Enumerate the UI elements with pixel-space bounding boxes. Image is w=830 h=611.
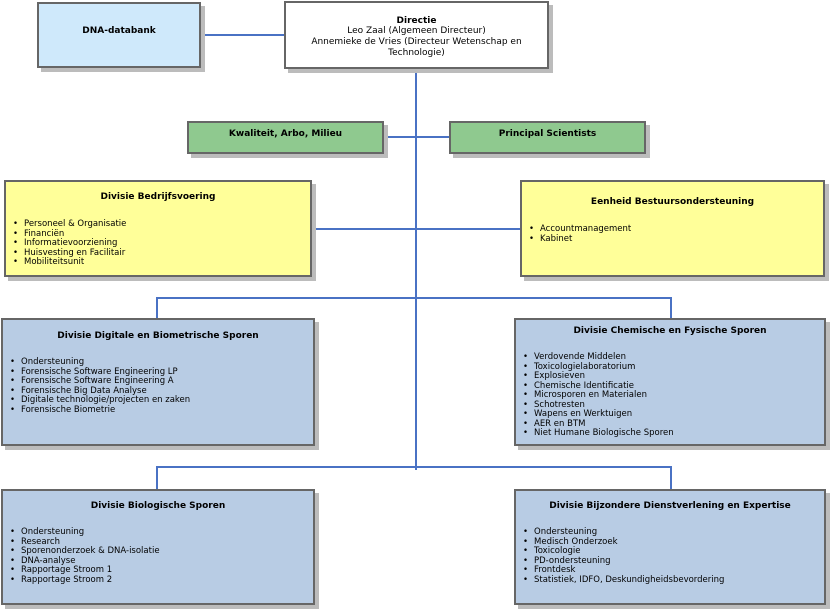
list-item: Frontdesk xyxy=(523,565,824,576)
list-item: Huisvesting en Facilitair xyxy=(13,248,310,259)
bedrijfsvoering-box: Divisie Bedrijfsvoering Personeel & Orga… xyxy=(4,180,312,277)
list-item: Forensische Software Engineering A xyxy=(10,376,313,387)
list-item: Rapportage Stroom 2 xyxy=(10,575,313,586)
list-item: Chemische Identificatie xyxy=(523,381,824,392)
list-item: Explosieven xyxy=(523,371,824,382)
principal-box: Principal Scientists xyxy=(449,121,646,154)
biologische-list: Ondersteuning Research Sporenonderzoek &… xyxy=(3,527,313,586)
bedrijfsvoering-list: Personeel & Organisatie Financiën Inform… xyxy=(6,219,310,268)
list-item: Toxicologie xyxy=(523,546,824,557)
list-item: Informatievoorziening xyxy=(13,238,310,249)
bedrijfsvoering-title: Divisie Bedrijfsvoering xyxy=(100,192,216,202)
list-item: Mobiliteitsunit xyxy=(13,257,310,268)
list-item: Forensische Software Engineering LP xyxy=(10,367,313,378)
list-item: Ondersteuning xyxy=(523,527,824,538)
list-item: Ondersteuning xyxy=(10,527,313,538)
list-item: Research xyxy=(10,537,313,548)
dna-databank-title: DNA-databank xyxy=(82,26,156,36)
list-item: Statistiek, IDFO, Deskundigheidsbevorder… xyxy=(523,575,824,586)
list-item: Wapens en Werktuigen xyxy=(523,409,824,420)
bijzondere-list: Ondersteuning Medisch Onderzoek Toxicolo… xyxy=(516,527,824,586)
bestuursondersteuning-title: Eenheid Bestuursondersteuning xyxy=(590,197,755,207)
list-item: DNA-analyse xyxy=(10,556,313,567)
directie-title: Directie xyxy=(396,16,437,26)
principal-title: Principal Scientists xyxy=(498,129,597,139)
list-item: Niet Humane Biologische Sporen xyxy=(523,428,824,439)
list-item: Ondersteuning xyxy=(10,357,313,368)
list-item: Verdovende Middelen xyxy=(523,352,824,363)
list-item: Microsporen en Materialen xyxy=(523,390,824,401)
list-item: Forensische Big Data Analyse xyxy=(10,386,313,397)
digitale-title: Divisie Digitale en Biometrische Sporen xyxy=(57,331,259,341)
kwaliteit-title: Kwaliteit, Arbo, Milieu xyxy=(228,129,343,139)
digitale-box: Divisie Digitale en Biometrische Sporen … xyxy=(1,318,315,446)
list-item: Forensische Biometrie xyxy=(10,405,313,416)
kwaliteit-box: Kwaliteit, Arbo, Milieu xyxy=(187,121,384,154)
chemische-box: Divisie Chemische en Fysische Sporen Ver… xyxy=(514,318,826,446)
bestuursondersteuning-list: Accountmanagement Kabinet xyxy=(522,224,823,245)
directie-box: Directie Leo Zaal (Algemeen Directeur) A… xyxy=(284,1,549,69)
list-item: Sporenonderzoek & DNA-isolatie xyxy=(10,546,313,557)
list-item: Personeel & Organisatie xyxy=(13,219,310,230)
list-item: Medisch Onderzoek xyxy=(523,537,824,548)
list-item: Kabinet xyxy=(529,234,823,245)
directie-line-2: Annemieke de Vries (Directeur Wetenschap… xyxy=(311,37,522,58)
directie-line-1: Leo Zaal (Algemeen Directeur) xyxy=(347,26,486,36)
list-item: AER en BTM xyxy=(523,419,824,430)
chemische-title: Divisie Chemische en Fysische Sporen xyxy=(573,326,767,336)
bijzondere-box: Divisie Bijzondere Dienstverlening en Ex… xyxy=(514,489,826,605)
chemische-list: Verdovende Middelen Toxicologielaborator… xyxy=(516,352,824,439)
biologische-title: Divisie Biologische Sporen xyxy=(90,501,226,511)
list-item: Rapportage Stroom 1 xyxy=(10,565,313,576)
dna-databank-box: DNA-databank xyxy=(37,2,201,68)
digitale-list: Ondersteuning Forensische Software Engin… xyxy=(3,357,313,416)
bestuursondersteuning-box: Eenheid Bestuursondersteuning Accountman… xyxy=(520,180,825,277)
list-item: Toxicologielaboratorium xyxy=(523,362,824,373)
bijzondere-title: Divisie Bijzondere Dienstverlening en Ex… xyxy=(549,501,791,511)
list-item: Financiën xyxy=(13,229,310,240)
biologische-box: Divisie Biologische Sporen Ondersteuning… xyxy=(1,489,315,605)
list-item: PD-ondersteuning xyxy=(523,556,824,567)
list-item: Schotresten xyxy=(523,400,824,411)
list-item: Accountmanagement xyxy=(529,224,823,235)
list-item: Digitale technologie/projecten en zaken xyxy=(10,395,313,406)
